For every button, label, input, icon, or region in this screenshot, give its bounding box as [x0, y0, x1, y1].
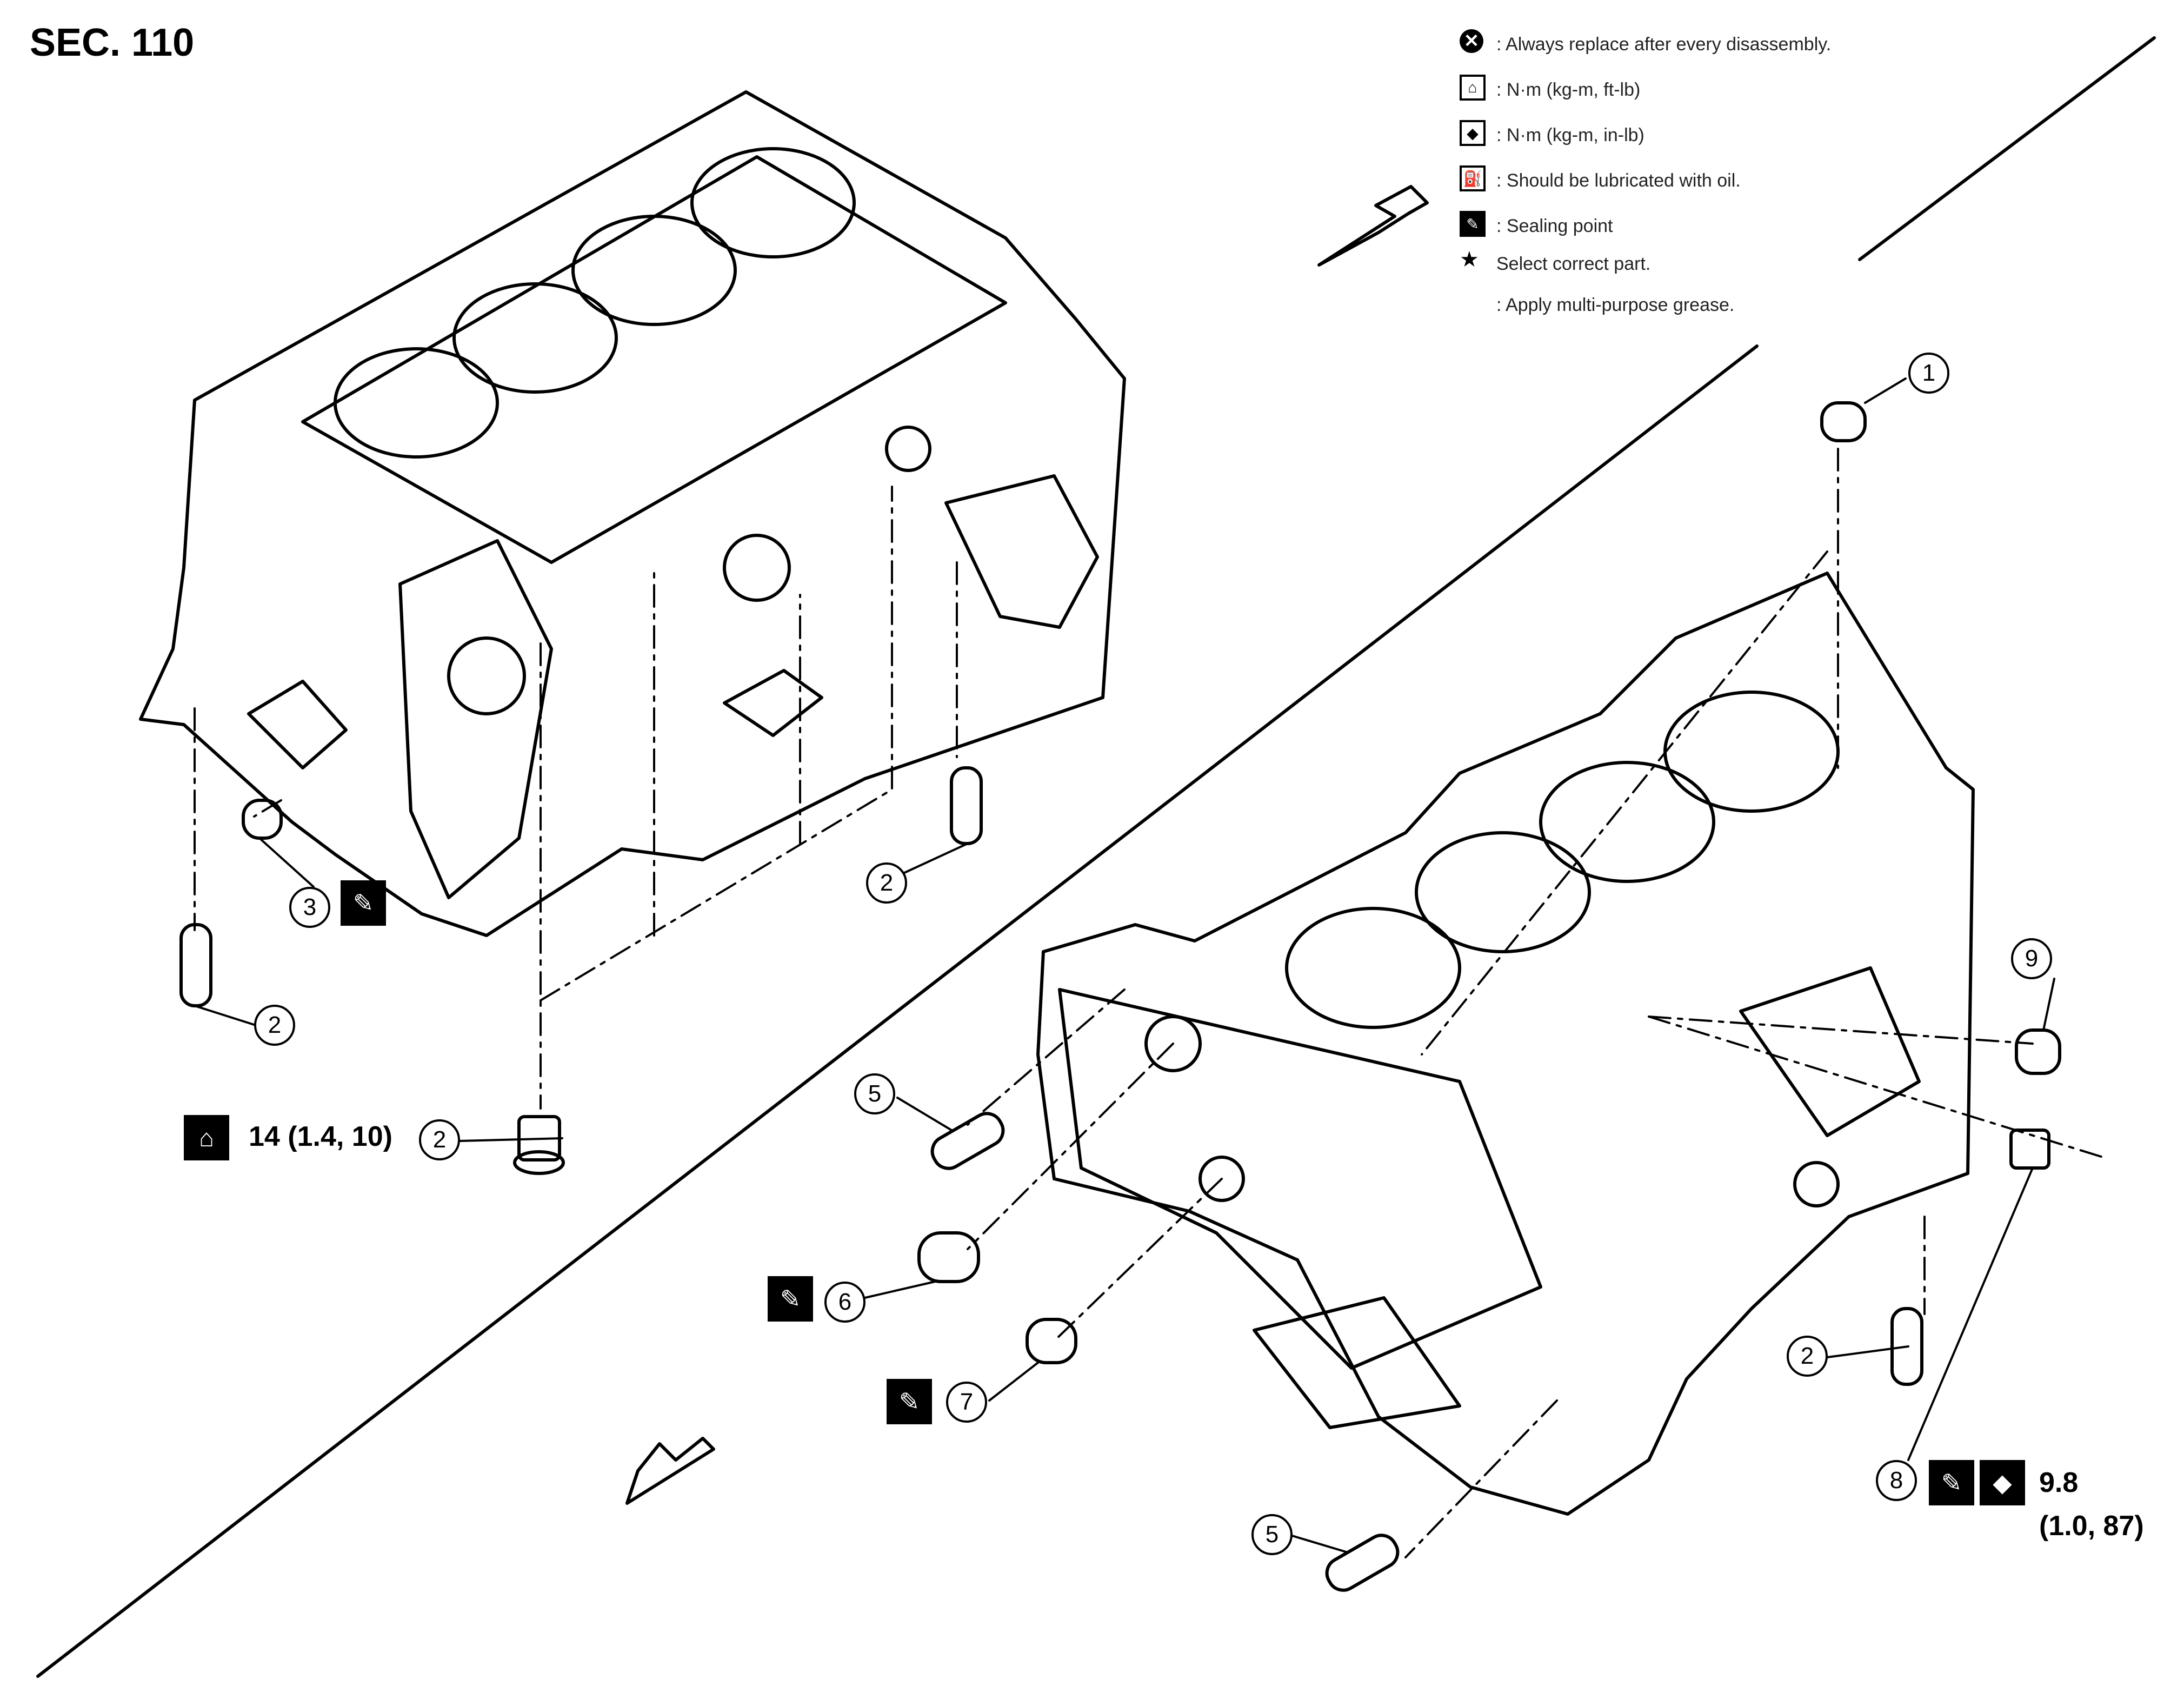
legend-text: Select correct part.	[1496, 253, 1651, 274]
always-replace-icon: ✕	[1460, 29, 1490, 59]
callout-2: 2	[1787, 1336, 1828, 1377]
legend-text: : Sealing point	[1496, 215, 1613, 236]
part-1-sleeve	[1820, 401, 1867, 442]
part-6-sleeve	[917, 1231, 980, 1283]
legend-text: : Always replace after every disassembly…	[1496, 34, 1832, 55]
torque-value: 9.8	[2039, 1467, 2079, 1498]
torque-ft-lb-icon: ⌂	[184, 1115, 229, 1160]
torque-in-lb-icon: ◆	[1980, 1460, 2025, 1505]
part-2-dowel	[950, 766, 983, 845]
divider-line	[1858, 36, 2156, 261]
legend-row: ◆ : N·m (kg-m, in-lb)	[1460, 118, 1644, 152]
sealing-point-icon: ✎	[341, 880, 386, 926]
legend-text: : N·m (kg-m, in-lb)	[1496, 124, 1644, 145]
torque-ft-lb-icon: ⌂	[1460, 75, 1490, 105]
torque-value: 14 (1.4, 10)	[249, 1121, 392, 1152]
callout-2: 2	[254, 1005, 295, 1046]
part-2-dowel	[1890, 1307, 1923, 1386]
callout-9: 9	[2011, 938, 2052, 979]
legend-row: ⌂ : N·m (kg-m, ft-lb)	[1460, 72, 1640, 107]
section-label: SEC. 110	[30, 21, 195, 64]
sealing-point-icon: ✎	[768, 1276, 813, 1322]
callout-6: 6	[824, 1282, 865, 1323]
divider-line	[36, 344, 1759, 1678]
legend-text: : Apply multi-purpose grease.	[1496, 294, 1735, 315]
callout-8: 8	[1876, 1460, 1917, 1501]
view-arrow-icon	[625, 1437, 715, 1505]
part-2-plug	[513, 1115, 565, 1175]
part-8-plug	[2009, 1129, 2050, 1170]
sealing-point-icon: ✎	[887, 1379, 932, 1424]
legend-row: ✎ : Sealing point	[1460, 209, 1613, 243]
callout-2: 2	[866, 862, 907, 904]
oil-lubricate-icon: ⛽	[1460, 165, 1490, 196]
torque-value: (1.0, 87)	[2039, 1510, 2144, 1542]
callout-3: 3	[289, 887, 330, 928]
legend-text: : N·m (kg-m, ft-lb)	[1496, 79, 1641, 100]
part-9-sleeve	[2015, 1028, 2061, 1075]
view-arrow-icon	[1317, 185, 1429, 267]
cylinder-block-upper	[139, 90, 1126, 937]
legend-row: : Apply multi-purpose grease.	[1460, 288, 1734, 322]
callout-5: 5	[1251, 1514, 1293, 1555]
sealing-point-icon: ✎	[1460, 211, 1490, 241]
legend-row: ★ Select correct part.	[1460, 247, 1650, 281]
callout-2: 2	[419, 1119, 460, 1160]
part-5-dowel	[1325, 1534, 1400, 1592]
part-2-dowel	[179, 923, 212, 1007]
callout-7: 7	[946, 1382, 987, 1423]
cylinder-block-lower	[1036, 572, 1975, 1516]
part-3-sleeve	[242, 799, 283, 840]
callout-5: 5	[854, 1073, 895, 1114]
part-5-dowel	[930, 1112, 1005, 1170]
torque-in-lb-icon: ◆	[1460, 120, 1490, 150]
star-icon: ★	[1460, 248, 1479, 271]
sealing-point-icon: ✎	[1929, 1460, 1974, 1505]
legend-row: ⛽ : Should be lubricated with oil.	[1460, 163, 1741, 198]
legend-text: : Should be lubricated with oil.	[1496, 170, 1741, 191]
part-7-sleeve	[1026, 1318, 1077, 1364]
legend-row: ✕ : Always replace after every disassemb…	[1460, 27, 1831, 62]
callout-1: 1	[1908, 353, 1949, 394]
